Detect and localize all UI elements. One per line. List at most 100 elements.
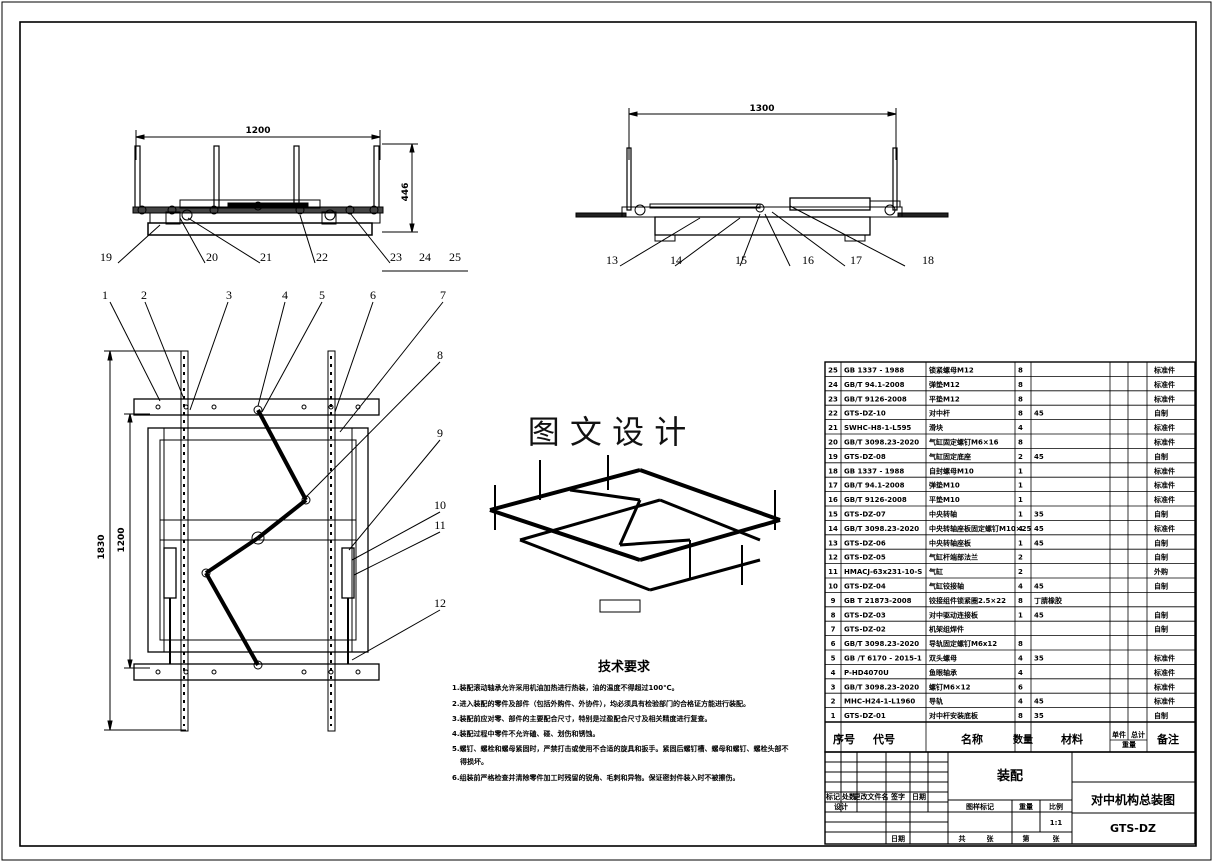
bom-cell-code: GTS-DZ-02 xyxy=(844,626,886,634)
isometric-view xyxy=(489,455,781,613)
bom-cell-code: GTS-DZ-04 xyxy=(844,583,886,591)
bom-cell-material: 35 xyxy=(1034,712,1044,720)
bom-cell-qty: 8 xyxy=(1018,410,1023,418)
bom-cell-code: GB/T 94.1-2008 xyxy=(844,381,905,389)
bom-cell-name: 弹垫M10 xyxy=(929,481,960,490)
bom-cell-remark: 标准件 xyxy=(1153,423,1175,432)
bom-cell-name: 对中驱动连接板 xyxy=(929,610,979,619)
balloon-12: 12 xyxy=(434,596,446,610)
balloon-24: 24 xyxy=(419,250,431,264)
bom-cell-material: 45 xyxy=(1034,611,1044,619)
bom-cell-remark: 标准件 xyxy=(1153,394,1175,403)
bom-cell-code: HMACJ-63x231-10-S xyxy=(844,568,922,576)
bom-cell-qty: 4 xyxy=(1018,669,1023,677)
bom-header-seq: 序号 xyxy=(833,732,855,746)
bom-header-single: 单件 xyxy=(1112,730,1126,739)
bom-cell-remark: 标准件 xyxy=(1153,380,1175,389)
bom-cell-seq: 20 xyxy=(828,439,838,447)
bom-cell-name: 滑块 xyxy=(929,423,944,432)
tb-date-2: 日期 xyxy=(891,834,905,843)
bom-cell-remark: 标准件 xyxy=(1153,481,1175,490)
scale-value: 1:1 xyxy=(1050,819,1063,827)
balloon-10: 10 xyxy=(434,498,446,512)
plan-view xyxy=(104,301,444,732)
bom-cell-remark: 自制 xyxy=(1154,711,1168,720)
tb-count: 处数 xyxy=(841,792,857,801)
tb-sheet-2: 张 xyxy=(1053,834,1061,843)
balloon-20: 20 xyxy=(206,250,218,264)
bom-cell-qty: 8 xyxy=(1018,712,1023,720)
dim-1300: 1300 xyxy=(749,104,774,114)
bom-cell-seq: 24 xyxy=(828,381,838,389)
bom-cell-name: 锁紧螺母M12 xyxy=(928,366,974,375)
bom-cell-code: GTS-DZ-01 xyxy=(844,712,886,720)
assembly-label: 装配 xyxy=(996,768,1023,784)
bom-cell-material: 45 xyxy=(1034,698,1044,706)
bom-cell-seq: 10 xyxy=(828,583,838,591)
bom-cell-code: GB/T 3098.23-2020 xyxy=(844,525,919,533)
bom-cell-seq: 21 xyxy=(828,424,838,432)
bom-cell-remark: 自制 xyxy=(1154,510,1168,519)
bom-cell-seq: 13 xyxy=(828,539,838,547)
bom-cell-code: GB 1337 - 1988 xyxy=(844,467,904,475)
bom-cell-remark: 标准件 xyxy=(1153,654,1175,663)
bom-cell-qty: 2 xyxy=(1018,568,1023,576)
bom-cell-name: 中央转轴座板 xyxy=(929,538,972,547)
bom-cell-code: GB/T 3098.23-2020 xyxy=(844,683,919,691)
bom-cell-remark: 外购 xyxy=(1154,567,1168,576)
bom-cell-remark: 自制 xyxy=(1154,582,1168,591)
balloon-3: 3 xyxy=(226,288,232,302)
bom-cell-code: GB/T 3098.23-2020 xyxy=(844,439,919,447)
tb-design: 设计 xyxy=(834,802,848,811)
top-view-labels: 1200 446 19 20 21 22 23 24 25 xyxy=(100,126,461,264)
bom-cell-name: 鱼眼轴承 xyxy=(929,668,957,677)
bom-cell-seq: 15 xyxy=(828,511,838,519)
req-6: 6.组装前严格检查并清除零件加工时残留的锐角、毛刺和异物。保证密封件装入时不被擦… xyxy=(452,773,740,782)
bom-cell-name: 中央转轴座板固定螺钉M10×25 xyxy=(929,524,1031,533)
bom-cell-qty: 8 xyxy=(1018,395,1023,403)
bom-cell-name: 气缸固定螺钉M6×16 xyxy=(928,438,999,447)
dim-1200-plan: 1200 xyxy=(117,527,127,552)
bom-cell-qty: 2 xyxy=(1018,554,1023,562)
bom-cell-material: 35 xyxy=(1034,655,1044,663)
req-5: 5.螺钉、螺栓和螺母紧固时，严禁打击或使用不合适的旋具和扳手。紧固后螺钉槽、螺母… xyxy=(452,744,789,753)
dim-1830: 1830 xyxy=(97,534,107,559)
req-4: 4.装配过程中零件不允许磕、碰、划伤和锈蚀。 xyxy=(452,729,600,738)
balloon-23: 23 xyxy=(390,250,402,264)
bom-cell-seq: 16 xyxy=(828,496,838,504)
balloon-25: 25 xyxy=(449,250,461,264)
bom-cell-material: 45 xyxy=(1034,453,1044,461)
bom-cell-name: 螺钉M6×12 xyxy=(929,682,971,691)
bom-cell-code: GTS-DZ-05 xyxy=(844,554,886,562)
bom-cell-name: 气缸杆端部法兰 xyxy=(928,553,978,562)
bom-cell-qty: 2 xyxy=(1018,453,1023,461)
bom-cell-name: 气缸 xyxy=(928,567,943,576)
bom-cell-seq: 3 xyxy=(831,683,836,691)
bom-cell-seq: 14 xyxy=(828,525,838,533)
bom-cell-name: 弹垫M12 xyxy=(929,380,960,389)
bom-cell-qty: 4 xyxy=(1018,655,1023,663)
side-view-labels: 1300 13 14 15 16 17 18 xyxy=(606,104,934,267)
balloon-6: 6 xyxy=(370,288,376,302)
bom-cell-name: 对中杆 xyxy=(929,409,950,418)
bom-cell-name: 双头螺母 xyxy=(929,654,957,663)
bom-cell-name: 气缸固定底座 xyxy=(928,452,971,461)
bom-cell-code: SWHC-H8-1-L595 xyxy=(844,424,911,432)
bom-cell-code: P-HD4070U xyxy=(844,669,889,677)
req-2: 2.进入装配的零件及部件（包括外购件、外协件），均必须具有检验部门的合格证方能进… xyxy=(452,699,750,708)
bom-cell-seq: 17 xyxy=(828,482,838,490)
bom-cell-seq: 8 xyxy=(831,611,836,619)
balloon-11: 11 xyxy=(434,518,446,532)
title-block xyxy=(824,751,1196,845)
bom-cell-code: GB/T 9126-2008 xyxy=(844,496,907,504)
bom-cell-seq: 23 xyxy=(828,395,838,403)
bom-cell-name: 平垫M10 xyxy=(929,495,960,504)
bom-cell-qty: 1 xyxy=(1018,611,1023,619)
bom-cell-remark: 自制 xyxy=(1154,625,1168,634)
bom-cell-code: GTS-DZ-06 xyxy=(844,539,886,547)
bom-header-weight: 重量 xyxy=(1122,740,1136,749)
bom-cell-qty: 1 xyxy=(1018,539,1023,547)
balloon-1: 1 xyxy=(102,288,108,302)
bom-cell-remark: 自制 xyxy=(1154,610,1168,619)
